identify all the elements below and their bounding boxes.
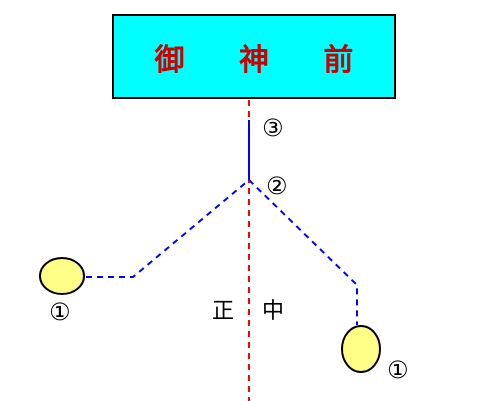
shrine-label: 御 神 前 [154, 42, 376, 78]
center-label-right: 中 [262, 299, 285, 324]
left-person-marker [39, 257, 85, 295]
left-person-path [86, 179, 250, 278]
marker-left-person: ① [49, 298, 71, 326]
right-person-path [248, 179, 358, 325]
marker-right-person: ① [387, 356, 409, 384]
shrine-altar-box [112, 14, 396, 99]
marker-point-2: ② [266, 172, 288, 200]
right-person-marker [341, 325, 381, 373]
marker-point-3: ③ [262, 114, 284, 142]
center-label-left: 正 [212, 299, 235, 324]
